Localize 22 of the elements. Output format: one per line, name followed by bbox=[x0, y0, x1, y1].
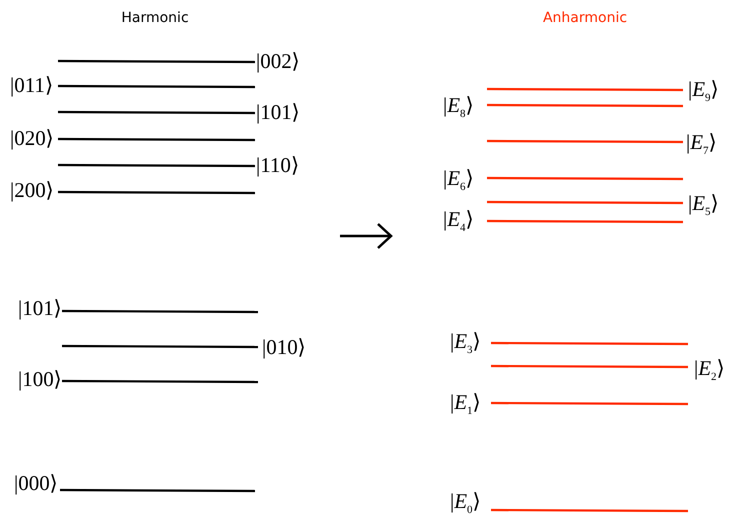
state-label: |101⟩ bbox=[256, 99, 300, 125]
state-label: |000⟩ bbox=[14, 470, 58, 496]
column-heading: Anharmonic bbox=[542, 10, 628, 26]
state-label: |E$_{4}$⟩ bbox=[443, 206, 474, 236]
state-label: |101⟩ bbox=[18, 295, 62, 321]
column-heading: Harmonic bbox=[121, 10, 189, 26]
state-label: |002⟩ bbox=[256, 48, 300, 74]
state-label: |010⟩ bbox=[262, 334, 306, 360]
state-label: |E$_{9}$⟩ bbox=[688, 76, 719, 106]
state-label: |100⟩ bbox=[18, 366, 62, 392]
state-label: |E$_{8}$⟩ bbox=[443, 92, 474, 122]
state-label: |E$_{2}$⟩ bbox=[694, 355, 725, 386]
state-label: |E$_{6}$⟩ bbox=[443, 165, 474, 196]
state-label: |E$_{3}$⟩ bbox=[450, 328, 481, 358]
state-label: |E$_{1}$⟩ bbox=[450, 389, 481, 420]
state-label: |E$_{7}$⟩ bbox=[686, 129, 717, 160]
state-label: |E$_{0}$⟩ bbox=[450, 488, 481, 514]
state-label: |110⟩ bbox=[256, 152, 299, 178]
state-label: |E$_{5}$⟩ bbox=[688, 190, 719, 220]
state-label: |011⟩ bbox=[10, 72, 53, 98]
state-label: |200⟩ bbox=[10, 177, 54, 203]
state-label: |020⟩ bbox=[10, 125, 54, 151]
